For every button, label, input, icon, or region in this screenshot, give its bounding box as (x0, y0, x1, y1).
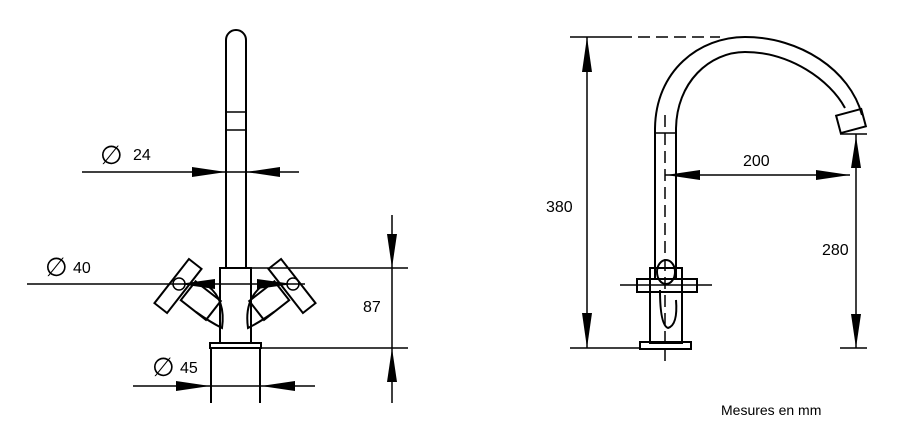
spout-side (654, 35, 863, 280)
dim-reach: 200 (743, 153, 770, 170)
spout-nozzle (834, 107, 868, 135)
dim-base-diameter: 45 (180, 360, 198, 377)
base-plate (209, 342, 262, 349)
spout-front (225, 29, 247, 268)
dim-body-height: 87 (363, 299, 381, 316)
units-note: Mesures en mm (721, 402, 821, 418)
base-stem (210, 348, 261, 403)
left-handle (153, 257, 224, 330)
dim-spout-diameter: 24 (133, 147, 151, 164)
diameter-symbol-24: ∅ (100, 141, 123, 171)
side-view (570, 35, 868, 365)
dim-spout-clearance: 280 (822, 242, 849, 259)
dim-total-height: 380 (546, 199, 573, 216)
diameter-symbol-40: ∅ (45, 253, 68, 283)
spout-ring (225, 111, 247, 131)
dim-handle-diameter: 40 (73, 260, 91, 277)
body (219, 267, 252, 344)
diameter-symbol-45: ∅ (152, 353, 175, 383)
side-lever (659, 289, 678, 330)
front-view (27, 29, 408, 403)
right-handle (246, 257, 317, 330)
